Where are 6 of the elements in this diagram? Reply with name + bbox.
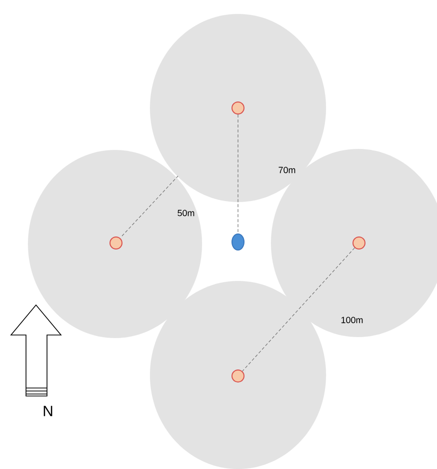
distance-label: 50m [178, 210, 194, 216]
dashed-line [242, 248, 355, 372]
north-label: N [44, 406, 52, 416]
center-marker [232, 234, 244, 250]
distance-label: 100m [341, 316, 363, 324]
distance-label: 70m [278, 166, 296, 174]
